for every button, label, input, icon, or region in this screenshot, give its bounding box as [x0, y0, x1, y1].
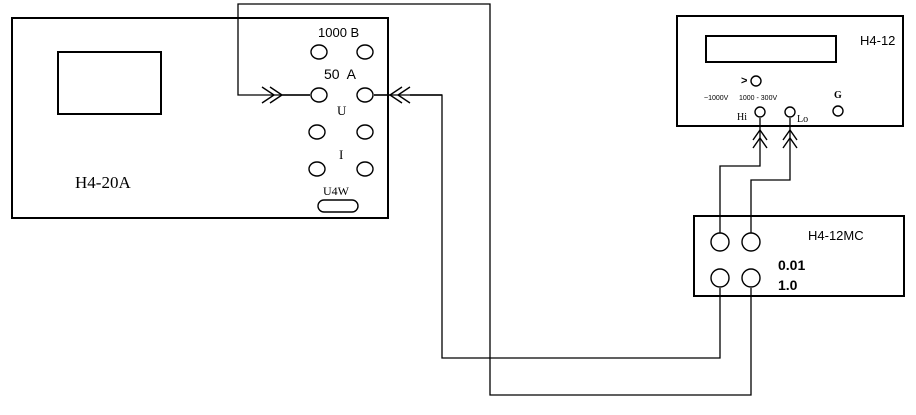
generator-terminal-i-left: [308, 161, 326, 177]
meter-display: [705, 35, 837, 63]
shunt-terminal-current-1: [710, 268, 730, 288]
shunt-value-top: 0.01: [778, 257, 805, 273]
generator-range-top: 1000 B: [318, 25, 359, 40]
generator-terminal-i-right: [356, 161, 374, 177]
generator-label-u: U: [337, 103, 347, 118]
meter-label-g: G: [834, 90, 842, 101]
generator-label-u4w: U4W: [323, 184, 350, 198]
wire-meter-hi-to-shunt: [719, 118, 761, 233]
generator-range-current: 50 A: [324, 66, 357, 82]
generator-device: H4-20A 1000 B 50 A U I U4W: [11, 17, 389, 219]
meter-name: H4-12: [860, 33, 895, 48]
generator-display: [57, 51, 162, 115]
meter-terminal-g: [832, 105, 844, 117]
generator-terminal-u-left: [308, 124, 326, 140]
shunt-terminal-current-2: [741, 268, 761, 288]
shunt-terminal-potential-2: [741, 232, 761, 252]
connector-arrow-meter-lo: [782, 128, 798, 149]
shunt-terminal-potential-1: [710, 232, 730, 252]
generator-label-i: I: [339, 147, 343, 162]
meter-selector-knob: [750, 75, 762, 87]
wire-generator-to-shunt-current-2: [237, 3, 752, 396]
meter-terminal-lo: [784, 106, 796, 118]
wire-generator-to-shunt-current-1: [374, 94, 721, 359]
generator-u4w-slot: [317, 199, 359, 213]
meter-terminal-hi: [754, 106, 766, 118]
shunt-body: [693, 215, 905, 297]
shunt-device: H4-12MC 0.01 1.0: [693, 215, 905, 297]
generator-terminal-50a-left: [310, 87, 328, 103]
generator-terminal-1000v-right: [356, 44, 374, 60]
meter-symbol: >: [741, 75, 747, 87]
shunt-value-bottom: 1.0: [778, 277, 798, 293]
meter-range-left: ~1000V: [704, 95, 729, 102]
connector-arrow-left-terminal: [261, 86, 310, 104]
meter-label-hi: Hi: [737, 112, 747, 123]
connector-arrow-right-terminal: [374, 86, 442, 104]
wires: [237, 3, 798, 396]
generator-name: H4-20A: [75, 173, 131, 192]
shunt-name: H4-12MC: [808, 228, 864, 243]
generator-terminal-50a-right: [356, 87, 374, 103]
meter-device: H4-12 > ~1000V 1000 - 300V G Hi Lo: [676, 15, 904, 127]
meter-label-lo: Lo: [797, 114, 808, 125]
wire-meter-lo-to-shunt: [750, 118, 791, 233]
connector-arrow-meter-hi: [752, 128, 768, 149]
meter-range-right: 1000 - 300V: [739, 95, 777, 102]
generator-terminal-u-right: [356, 124, 374, 140]
generator-terminal-1000v-left: [310, 44, 328, 60]
